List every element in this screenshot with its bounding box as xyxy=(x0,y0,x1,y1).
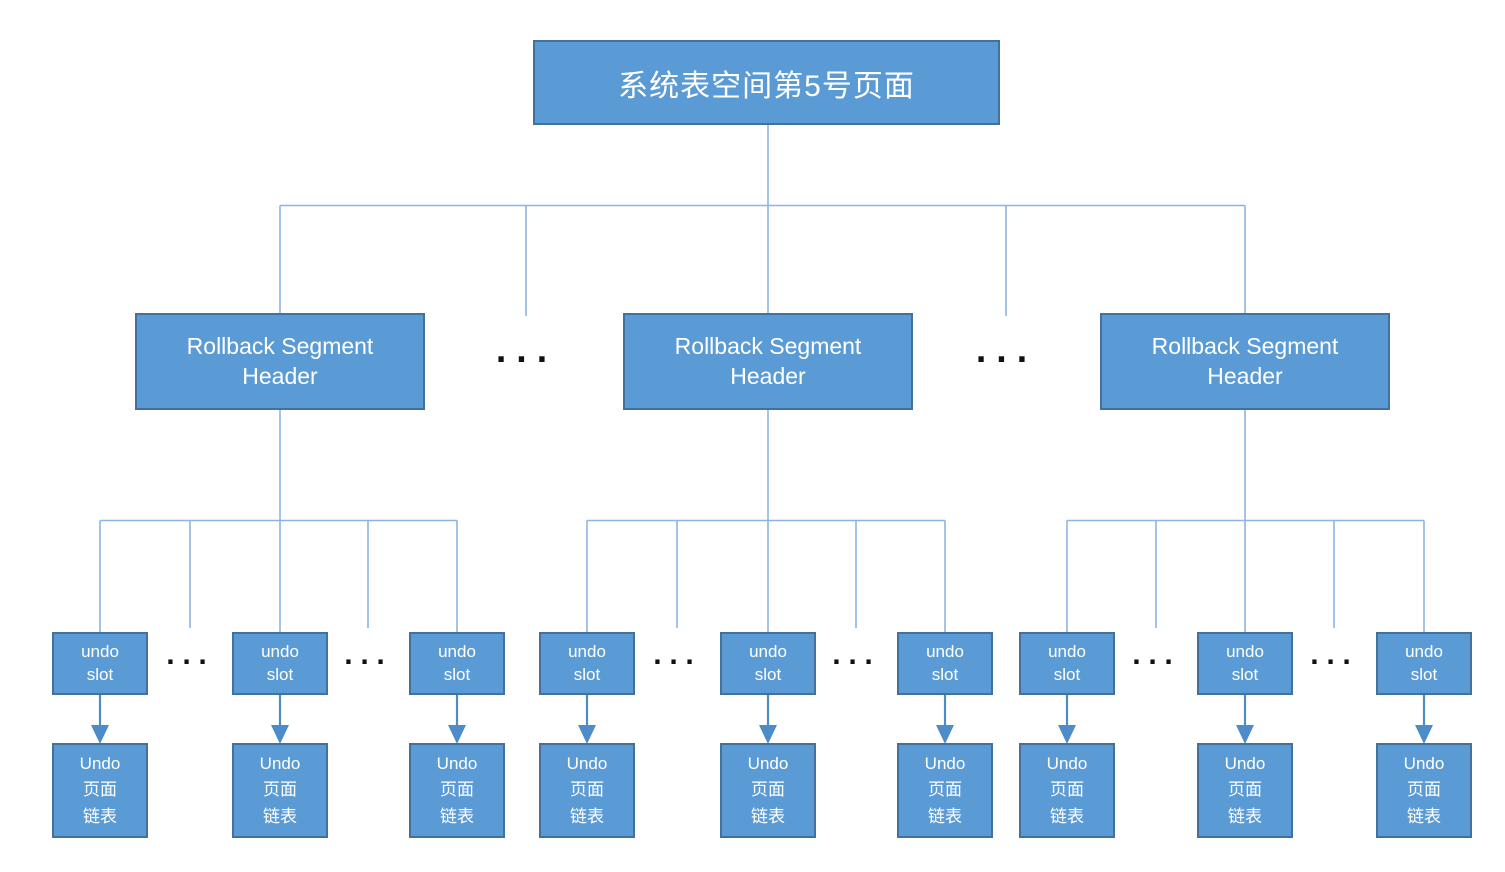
node-label: undo slot xyxy=(438,641,476,684)
node-label: undo slot xyxy=(261,641,299,684)
node-undo-slot-3: undo slot xyxy=(409,632,505,695)
node-undo-page-list-2: Undo 页面 链表 xyxy=(232,743,328,838)
node-label: Undo 页面 链表 xyxy=(747,753,789,826)
tree-connector-group-2 xyxy=(586,410,946,632)
node-undo-slot-9: undo slot xyxy=(1376,632,1472,695)
ellipsis-slot-1: ... xyxy=(165,642,215,670)
node-label: undo slot xyxy=(749,641,787,684)
down-arrow-icon xyxy=(91,695,1433,744)
node-label: Undo 页面 链表 xyxy=(79,753,121,826)
node-label: Rollback Segment Header xyxy=(186,332,374,389)
node-label: Undo 页面 链表 xyxy=(1224,753,1266,826)
node-undo-page-list-7: Undo 页面 链表 xyxy=(1019,743,1115,838)
ellipsis-slot-6: ... xyxy=(1309,642,1359,670)
node-undo-page-list-3: Undo 页面 链表 xyxy=(409,743,505,838)
node-undo-page-list-5: Undo 页面 链表 xyxy=(720,743,816,838)
ellipsis-slot-4: ... xyxy=(831,642,881,670)
ellipsis-slot-3: ... xyxy=(652,642,702,670)
node-undo-slot-6: undo slot xyxy=(897,632,993,695)
node-label: Undo 页面 链表 xyxy=(259,753,301,826)
node-undo-slot-1: undo slot xyxy=(52,632,148,695)
node-label: undo slot xyxy=(1226,641,1264,684)
node-label: undo slot xyxy=(81,641,119,684)
tree-connector-level1 xyxy=(279,125,1246,316)
node-label: Undo 页面 链表 xyxy=(436,753,478,826)
node-undo-page-list-4: Undo 页面 链表 xyxy=(539,743,635,838)
ellipsis-slot-5: ... xyxy=(1131,642,1181,670)
node-rollback-segment-header-3: Rollback Segment Header xyxy=(1100,313,1390,410)
node-label: undo slot xyxy=(1405,641,1443,684)
node-label: Rollback Segment Header xyxy=(674,332,862,389)
node-system-tablespace-page-5: 系统表空间第5号页面 xyxy=(533,40,1000,125)
node-undo-slot-5: undo slot xyxy=(720,632,816,695)
node-undo-slot-4: undo slot xyxy=(539,632,635,695)
node-undo-page-list-9: Undo 页面 链表 xyxy=(1376,743,1472,838)
node-undo-page-list-6: Undo 页面 链表 xyxy=(897,743,993,838)
node-label: Undo 页面 链表 xyxy=(1403,753,1445,826)
node-undo-slot-2: undo slot xyxy=(232,632,328,695)
node-label: undo slot xyxy=(1048,641,1086,684)
ellipsis-rollback-1: ... xyxy=(495,335,557,370)
node-undo-page-list-8: Undo 页面 链表 xyxy=(1197,743,1293,838)
node-label: undo slot xyxy=(568,641,606,684)
node-rollback-segment-header-2: Rollback Segment Header xyxy=(623,313,913,410)
tree-connector-group-1 xyxy=(99,410,458,632)
node-label: undo slot xyxy=(926,641,964,684)
node-label: Undo 页面 链表 xyxy=(566,753,608,826)
tree-connector-group-3 xyxy=(1066,410,1425,632)
node-label: Rollback Segment Header xyxy=(1151,332,1339,389)
ellipsis-rollback-2: ... xyxy=(975,335,1037,370)
node-undo-slot-7: undo slot xyxy=(1019,632,1115,695)
node-label: Undo 页面 链表 xyxy=(1046,753,1088,826)
node-label: 系统表空间第5号页面 xyxy=(618,69,915,103)
ellipsis-slot-2: ... xyxy=(343,642,393,670)
node-undo-slot-8: undo slot xyxy=(1197,632,1293,695)
node-rollback-segment-header-1: Rollback Segment Header xyxy=(135,313,425,410)
node-undo-page-list-1: Undo 页面 链表 xyxy=(52,743,148,838)
node-label: Undo 页面 链表 xyxy=(924,753,966,826)
